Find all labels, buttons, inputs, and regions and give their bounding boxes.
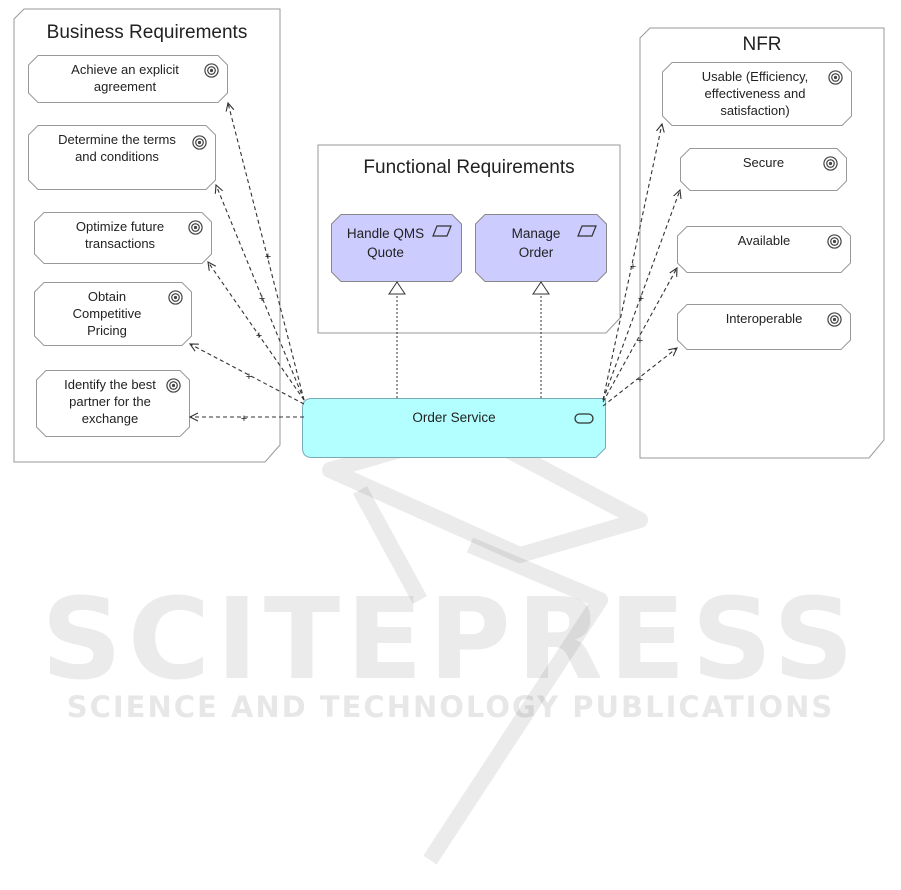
function-label: Handle QMS Quote <box>346 226 425 260</box>
functional-requirements-title: Functional Requirements <box>363 157 575 178</box>
goal-target-icon <box>192 135 207 150</box>
goal-target-icon <box>828 70 843 85</box>
watermark-brand: SCITEPRESS <box>41 575 860 705</box>
function-manage-order[interactable]: Manage Order <box>475 214 607 282</box>
goal-label: Optimize future transactions <box>75 219 165 251</box>
goal-label: Determine the terms and conditions <box>58 132 176 164</box>
nfr-usable[interactable]: Usable (Efficiency, effectiveness and sa… <box>662 62 852 126</box>
goal-label: Achieve an explicit agreement <box>71 62 179 94</box>
goal-target-icon <box>827 234 842 249</box>
nfr-available[interactable]: Available <box>677 226 851 273</box>
goal-label: Usable (Efficiency, effectiveness and sa… <box>701 69 809 118</box>
goal-target-icon <box>827 312 842 327</box>
goal-identify-partner[interactable]: Identify the best partner for the exchan… <box>36 370 190 437</box>
goal-target-icon <box>204 63 219 78</box>
watermark-tagline: SCIENCE AND TECHNOLOGY PUBLICATIONS <box>66 690 835 724</box>
goal-target-icon <box>168 290 183 305</box>
goal-achieve-agreement[interactable]: Achieve an explicit agreement <box>28 55 228 103</box>
service-label: Order Service <box>412 410 496 425</box>
goal-target-icon <box>188 220 203 235</box>
business-requirements-title: Business Requirements <box>46 22 248 43</box>
goal-label: Available <box>737 233 791 248</box>
order-service[interactable]: Order Service <box>302 398 606 458</box>
goal-target-icon <box>166 378 181 393</box>
goal-obtain-pricing[interactable]: Obtain Competitive Pricing <box>34 282 192 346</box>
function-label: Manage Order <box>511 226 561 260</box>
nfr-group: NFR <box>640 28 884 68</box>
service-rounded-rect-icon <box>574 413 594 424</box>
goal-optimize-transactions[interactable]: Optimize future transactions <box>34 212 212 264</box>
nfr-title: NFR <box>742 34 782 55</box>
function-parallelogram-icon <box>432 225 452 237</box>
goal-label: Interoperable <box>725 311 803 326</box>
function-handle-qms-quote[interactable]: Handle QMS Quote <box>331 214 462 282</box>
goal-label: Identify the best partner for the exchan… <box>64 377 156 426</box>
nfr-secure[interactable]: Secure <box>680 148 847 191</box>
function-parallelogram-icon <box>577 225 597 237</box>
goal-label: Secure <box>742 155 785 170</box>
business-requirements-group: Business Requirements <box>14 9 280 43</box>
goal-target-icon <box>823 156 838 171</box>
goal-determine-terms[interactable]: Determine the terms and conditions <box>28 125 216 190</box>
goal-label: Obtain Competitive Pricing <box>72 289 142 338</box>
functional-requirements-group: Functional Requirements <box>318 145 620 185</box>
nfr-interoperable[interactable]: Interoperable <box>677 304 851 350</box>
